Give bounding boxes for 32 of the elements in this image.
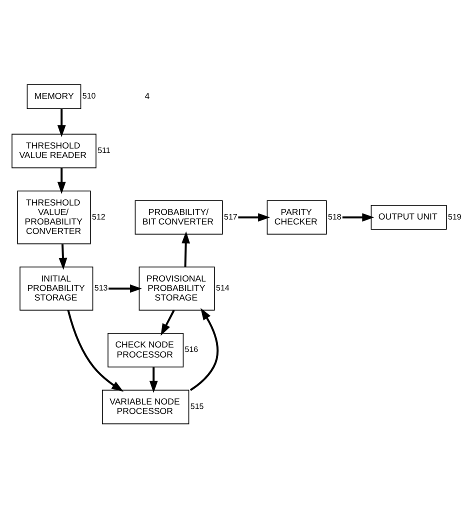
- node-label: 510: [82, 91, 96, 100]
- node-box: PROBABILITY/ BIT CONVERTER: [134, 200, 223, 234]
- arrow: [149, 366, 158, 392]
- arrow: [238, 212, 270, 222]
- node-box: VARIABLE NODE PROCESSOR: [102, 389, 190, 424]
- node-box: OUTPUT UNIT: [370, 204, 447, 230]
- node-label: 519: [448, 212, 462, 221]
- node-label: 518: [328, 212, 342, 221]
- arrow: [160, 309, 175, 336]
- arrow: [182, 230, 190, 267]
- node-box: PROVISIONAL PROBABILITY STORAGE: [138, 266, 215, 310]
- node-box: CHECK NODE PROCESSOR: [108, 332, 184, 367]
- node-box: MEMORY: [26, 84, 82, 108]
- node-label: 516: [184, 344, 198, 354]
- arrow: [190, 307, 219, 390]
- arrow: [67, 310, 124, 392]
- node-label: 517: [224, 212, 238, 221]
- node-label: 515: [190, 402, 204, 410]
- node-box: PARITY CHECKER: [266, 200, 327, 234]
- arrow: [342, 212, 374, 222]
- node-label: 514: [216, 283, 230, 292]
- arrow: [57, 167, 66, 194]
- node-label: 512: [92, 212, 106, 221]
- node-box: INITIAL PROBABILITY STORAGE: [20, 266, 94, 310]
- label: 4: [144, 90, 150, 100]
- arrow: [57, 108, 66, 137]
- node-box: THRESHOLD VALUE READER: [12, 133, 96, 168]
- node-label: 513: [94, 283, 108, 292]
- node-box: THRESHOLD VALUE/ PROBABILITY CONVERTER: [17, 190, 91, 244]
- arrow: [108, 284, 142, 292]
- arrow: [58, 244, 68, 270]
- node-label: 511: [98, 146, 110, 154]
